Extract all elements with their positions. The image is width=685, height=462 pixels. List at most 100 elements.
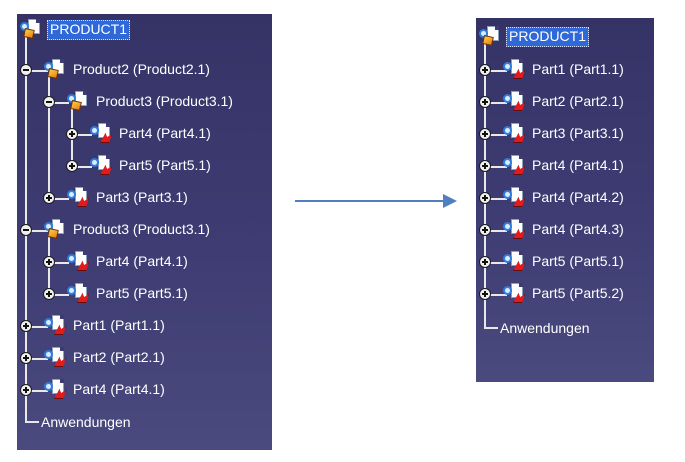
tree-node-label: Part4 (Part4.3) (532, 221, 624, 237)
tree-node-part1[interactable]: Part1 (Part1.1) (43, 315, 193, 337)
tree-node-label: Part3 (Part3.1) (96, 189, 188, 205)
tree-root-node[interactable]: PRODUCT1 (19, 19, 159, 41)
plus-expander-icon[interactable] (479, 224, 491, 236)
tree-node-label: Part2 (Part2.1) (532, 93, 624, 109)
part-icon (502, 123, 528, 145)
tree-node-label: Part4 (Part4.1) (119, 125, 211, 141)
plus-expander-icon[interactable] (479, 160, 491, 172)
tree-node-part3[interactable]: Part3 (Part3.1) (502, 123, 652, 145)
plus-expander-icon[interactable] (43, 256, 55, 268)
part-icon (502, 155, 528, 177)
tree-node-label: Part4 (Part4.2) (532, 189, 624, 205)
tree-node-part2[interactable]: Part2 (Part2.1) (43, 347, 193, 369)
plus-expander-icon[interactable] (66, 160, 78, 172)
tree-line (26, 70, 48, 72)
tree-line (48, 76, 50, 200)
tree-node-part5-nested[interactable]: Part5 (Part5.1) (89, 155, 239, 177)
tree-line (485, 134, 507, 136)
tree-node-part5-2[interactable]: Part5 (Part5.2) (502, 283, 652, 305)
tree-node-label: Part4 (Part4.1) (532, 157, 624, 173)
part-icon (502, 59, 528, 81)
part-icon (502, 251, 528, 273)
tree-node-label: Part1 (Part1.1) (73, 317, 165, 333)
plus-expander-icon[interactable] (43, 288, 55, 300)
plus-expander-icon[interactable] (479, 96, 491, 108)
tree-node-label: Part4 (Part4.1) (96, 253, 188, 269)
left-tree-panel: PRODUCT1 Product2 (Product2.1) Product3 … (17, 14, 272, 450)
plus-expander-icon[interactable] (43, 192, 55, 204)
tree-node-label: Part5 (Part5.1) (532, 253, 624, 269)
tree-line (484, 38, 486, 328)
tree-root-label[interactable]: PRODUCT1 (47, 20, 131, 40)
tree-node-product3-nested[interactable]: Product3 (Product3.1) (66, 91, 256, 113)
part-icon (43, 379, 69, 401)
tree-node-part5-1[interactable]: Part5 (Part5.1) (502, 251, 652, 273)
part-icon (66, 283, 92, 305)
tree-node-part4-1[interactable]: Part4 (Part4.1) (502, 155, 652, 177)
tree-line (26, 326, 48, 328)
part-icon (89, 123, 115, 145)
minus-expander-icon[interactable] (20, 64, 32, 76)
tree-node-part1[interactable]: Part1 (Part1.1) (502, 59, 652, 81)
tree-line (485, 102, 507, 104)
part-icon (43, 315, 69, 337)
right-tree-panel: PRODUCT1 Part1 (Part1.1) Part2 (Part2.1)… (476, 18, 654, 382)
applications-node[interactable]: Anwendungen (500, 320, 590, 336)
tree-root-node[interactable]: PRODUCT1 (478, 26, 598, 48)
plus-expander-icon[interactable] (479, 64, 491, 76)
tree-line (72, 134, 92, 136)
applications-node[interactable]: Anwendungen (41, 414, 131, 430)
part-icon (502, 91, 528, 113)
tree-node-part4[interactable]: Part4 (Part4.1) (66, 251, 216, 273)
plus-expander-icon[interactable] (20, 320, 32, 332)
tree-node-product2[interactable]: Product2 (Product2.1) (43, 59, 233, 81)
minus-expander-icon[interactable] (20, 224, 32, 236)
tree-node-part2[interactable]: Part2 (Part2.1) (502, 91, 652, 113)
part-icon (502, 283, 528, 305)
tree-node-part5[interactable]: Part5 (Part5.1) (66, 283, 216, 305)
right-arrow-icon (295, 193, 457, 209)
tree-node-label: Product3 (Product3.1) (73, 221, 210, 237)
tree-node-label: Part5 (Part5.2) (532, 285, 624, 301)
tree-line (26, 390, 48, 392)
tree-line (49, 294, 69, 296)
plus-expander-icon[interactable] (20, 384, 32, 396)
tree-node-part4-nested[interactable]: Part4 (Part4.1) (89, 123, 239, 145)
tree-node-label: Product2 (Product2.1) (73, 61, 210, 77)
tree-node-part4-2[interactable]: Part4 (Part4.2) (502, 187, 652, 209)
tree-node-part3[interactable]: Part3 (Part3.1) (66, 187, 216, 209)
plus-expander-icon[interactable] (479, 128, 491, 140)
tree-node-part4-last[interactable]: Part4 (Part4.1) (43, 379, 193, 401)
part-icon (502, 219, 528, 241)
part-icon (66, 251, 92, 273)
tree-line (485, 230, 507, 232)
product-icon (478, 26, 504, 48)
tree-line (26, 230, 48, 232)
tree-line (26, 358, 48, 360)
tree-line (485, 198, 507, 200)
tree-line (485, 166, 507, 168)
tree-line (49, 262, 69, 264)
tree-node-product3[interactable]: Product3 (Product3.1) (43, 219, 233, 241)
product-icon (43, 59, 69, 81)
plus-expander-icon[interactable] (20, 352, 32, 364)
plus-expander-icon[interactable] (479, 288, 491, 300)
tree-line (485, 70, 507, 72)
tree-line (484, 327, 498, 329)
tree-line (49, 198, 69, 200)
minus-expander-icon[interactable] (43, 96, 55, 108)
tree-line (72, 166, 92, 168)
tree-node-label: Part1 (Part1.1) (532, 61, 624, 77)
plus-expander-icon[interactable] (479, 256, 491, 268)
product-icon (43, 219, 69, 241)
plus-expander-icon[interactable] (479, 192, 491, 204)
part-icon (66, 187, 92, 209)
tree-node-label: Part3 (Part3.1) (532, 125, 624, 141)
part-icon (502, 187, 528, 209)
plus-expander-icon[interactable] (66, 128, 78, 140)
tree-node-label: Part5 (Part5.1) (96, 285, 188, 301)
tree-root-label[interactable]: PRODUCT1 (506, 27, 590, 47)
tree-node-part4-3[interactable]: Part4 (Part4.3) (502, 219, 652, 241)
tree-node-label: Part5 (Part5.1) (119, 157, 211, 173)
product-icon (66, 91, 92, 113)
